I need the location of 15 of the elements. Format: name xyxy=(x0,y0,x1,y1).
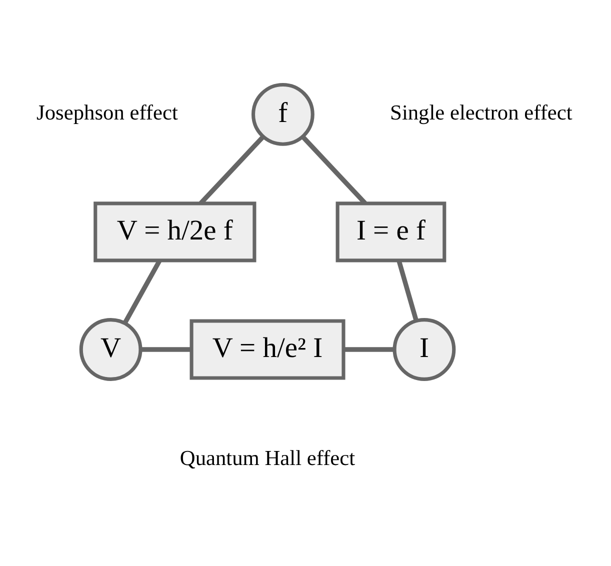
label: Josephson effect xyxy=(36,100,178,125)
connector xyxy=(199,135,265,205)
connector xyxy=(396,260,419,322)
connector xyxy=(122,260,162,324)
node-circle: f xyxy=(251,82,314,146)
label: Quantum Hall effect xyxy=(180,446,356,470)
node-circle: I xyxy=(392,318,456,381)
connector xyxy=(140,347,192,352)
node-box: V = h/e² I xyxy=(190,319,346,380)
label: Single electron effect xyxy=(390,100,572,125)
node-box: I = e f xyxy=(336,202,446,262)
node-circle: V xyxy=(79,318,142,381)
node-box: V = h/2e f xyxy=(94,202,256,262)
connector xyxy=(344,347,394,352)
connector xyxy=(301,135,367,205)
